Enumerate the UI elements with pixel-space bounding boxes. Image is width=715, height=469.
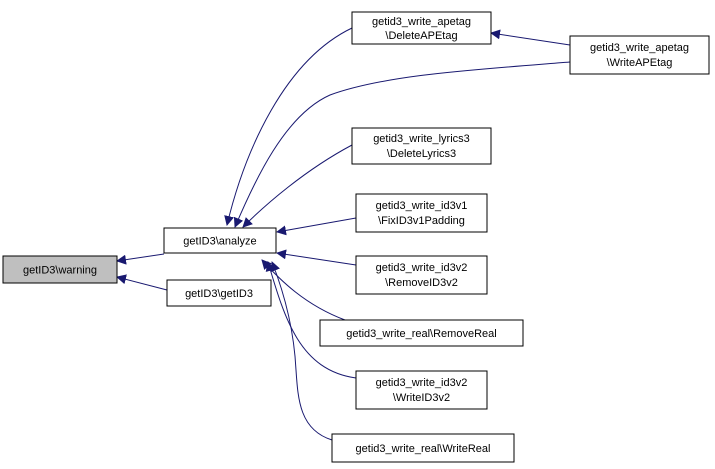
edge-write-apetag-to-delete-apetag — [490, 29, 571, 46]
node-remove-real[interactable]: getid3_write_real\RemoveReal — [319, 319, 524, 347]
node-remove-id3v2[interactable]: getid3_write_id3v2 \RemoveID3v2 — [355, 255, 488, 295]
edge-write-id3v2-to-analyze — [265, 261, 357, 379]
node-label-line2: \DeleteAPEtag — [385, 30, 457, 42]
node-label: getid3_write_real\WriteReal — [356, 443, 491, 455]
node-write-real[interactable]: getid3_write_real\WriteReal — [331, 433, 515, 463]
node-delete-apetag[interactable]: getid3_write_apetag \DeleteAPEtag — [351, 11, 492, 45]
edge-remove-id3v2-to-analyze — [276, 249, 357, 266]
node-label-line1: getid3_write_apetag — [372, 16, 471, 28]
node-write-id3v2[interactable]: getid3_write_id3v2 \WriteID3v2 — [355, 370, 488, 410]
node-label-line1: getid3_write_id3v1 — [376, 200, 468, 212]
node-label-line1: getid3_write_lyrics3 — [373, 133, 470, 145]
node-label: getid3_write_real\RemoveReal — [346, 328, 496, 340]
node-label-line2: \WriteAPEtag — [607, 57, 673, 69]
node-label-line2: \DeleteLyrics3 — [387, 148, 456, 160]
node-write-apetag[interactable]: getid3_write_apetag \WriteAPEtag — [569, 35, 710, 75]
node-label-line1: getid3_write_id3v2 — [376, 262, 468, 274]
node-label-line1: getid3_write_id3v2 — [376, 377, 468, 389]
edge-delete-lyrics3-to-analyze — [242, 144, 353, 228]
node-label: getID3\analyze — [183, 236, 256, 248]
edge-write-real-to-analyze — [270, 261, 333, 441]
node-label-line2: \WriteID3v2 — [393, 392, 450, 404]
node-label: getID3\warning — [23, 265, 97, 277]
node-getid3-analyze[interactable]: getID3\analyze — [163, 227, 277, 254]
node-label-line2: \FixID3v1Padding — [378, 215, 465, 227]
node-getid3-getid3[interactable]: getID3\getID3 — [166, 279, 272, 307]
edge-analyze-to-warning — [116, 253, 165, 265]
node-label: getID3\getID3 — [185, 288, 253, 300]
edge-getid3-to-warning — [116, 274, 168, 291]
node-delete-lyrics3[interactable]: getid3_write_lyrics3 \DeleteLyrics3 — [351, 127, 492, 165]
edge-fix-id3v1-to-analyze — [276, 217, 357, 236]
node-getid3-warning[interactable]: getID3\warning — [2, 255, 118, 284]
node-label-line1: getid3_write_apetag — [590, 42, 689, 54]
node-label-line2: \RemoveID3v2 — [385, 277, 458, 289]
edge-delete-apetag-to-analyze — [224, 27, 353, 226]
edge-write-apetag-to-analyze — [233, 61, 571, 228]
node-fix-id3v1-padding[interactable]: getid3_write_id3v1 \FixID3v1Padding — [355, 193, 488, 233]
